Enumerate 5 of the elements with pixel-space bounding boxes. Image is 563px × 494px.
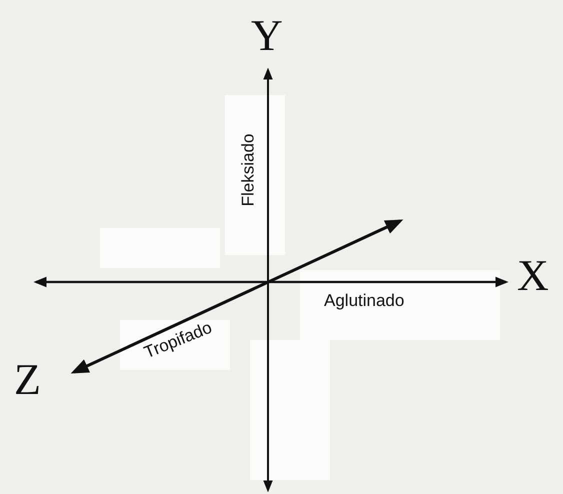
- axis-title: Fleksiado: [240, 134, 256, 206]
- axis-label: X: [517, 254, 549, 298]
- axis-label: Z: [14, 358, 41, 402]
- axis-title: Aglutinado: [324, 292, 404, 309]
- axis-label: Y: [251, 14, 283, 58]
